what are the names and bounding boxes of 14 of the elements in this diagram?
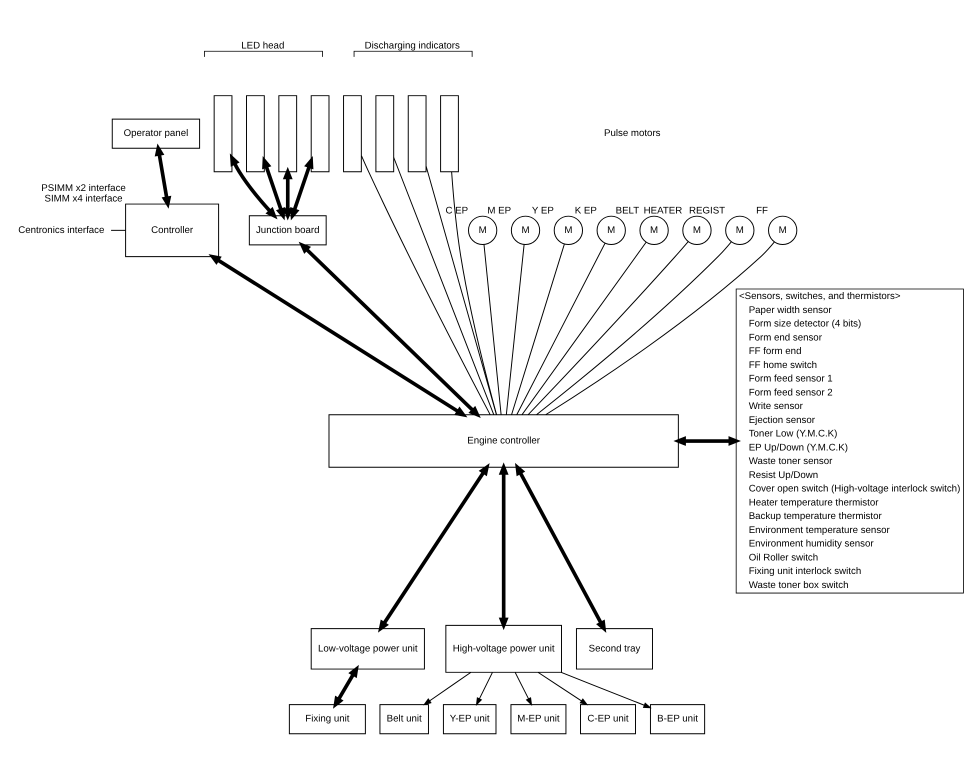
label: Discharging indicators: [364, 40, 460, 52]
node-label: HEATER: [644, 205, 682, 216]
node-label: Y EP: [532, 205, 554, 216]
node-label: FF: [756, 205, 768, 216]
node-label: REGIST: [689, 205, 726, 216]
node-text: Centronics interface: [18, 224, 104, 236]
node-label: K EP: [574, 205, 597, 216]
node-label: C EP: [445, 205, 468, 216]
node-label: BELT: [616, 205, 640, 216]
label: LED head: [241, 40, 284, 52]
node-label: PSIMM x2 interface: [41, 182, 126, 194]
label: Pulse motors: [604, 128, 661, 140]
node-label: SIMM x4 interface: [44, 193, 123, 204]
node-label: M EP: [487, 205, 512, 216]
